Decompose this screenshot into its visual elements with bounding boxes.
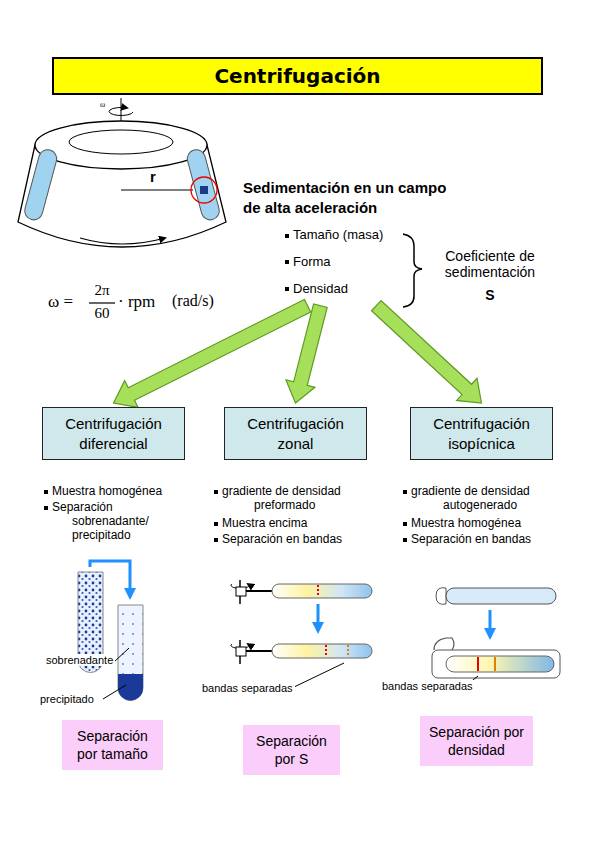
bullet-item: gradiente de densidad preformado — [214, 484, 364, 512]
bullet-item: Muestra encima — [214, 516, 307, 530]
node-text: Separación por S — [249, 732, 334, 768]
formula-part: · rpm — [118, 292, 155, 312]
formula-part: 2π — [89, 282, 115, 299]
title-box: Centrifugación — [52, 57, 543, 95]
leader-label: bandas separadas — [380, 680, 475, 692]
concept-block: Sedimentación en un campo de alta aceler… — [243, 178, 458, 298]
block-arrow — [286, 304, 327, 403]
block-arrow — [372, 301, 482, 403]
node-text: Separación por densidad — [426, 723, 527, 759]
leader-label: bandas separadas — [200, 682, 295, 694]
node-text: Separación por tamaño — [68, 727, 157, 763]
formula-part: (rad/s) — [172, 292, 214, 310]
isopycnic-tubes — [432, 588, 560, 684]
bullet-item: Separación en bandas — [214, 532, 342, 546]
radius-label: r — [150, 168, 156, 185]
bullet-item: Separación sobrenadante/ precipitado — [44, 500, 169, 542]
node-text: Centrifugación isopícnica — [419, 414, 544, 453]
method-box: Centrifugación diferencial — [42, 407, 185, 460]
formula-part: 60 — [89, 305, 115, 322]
omega-symbol: ω — [100, 100, 105, 109]
title-text: Centrifugación — [214, 64, 380, 88]
result-box: Separación por densidad — [420, 716, 533, 766]
node-text: Centrifugación diferencial — [51, 414, 176, 453]
bullet-item: gradiente de densidad autogenerado — [403, 484, 568, 512]
result-box: Separación por tamaño — [62, 720, 163, 770]
zonal-rotor — [231, 580, 372, 688]
method-box: Centrifugación isopícnica — [410, 407, 553, 460]
bullet-item: Tamaño (masa) — [243, 227, 458, 244]
formula-part: ω = — [48, 292, 73, 312]
bullet-item: Separación en bandas — [403, 532, 531, 546]
leader-label: precipitado — [38, 693, 96, 705]
block-arrow — [114, 299, 311, 407]
differential-tubes — [78, 561, 143, 700]
bullet-item: Densidad — [243, 281, 458, 298]
method-box: Centrifugación zonal — [224, 407, 367, 460]
bullet-item: Muestra homogénea — [403, 516, 521, 530]
node-text: Sedimentación en un campo de alta aceler… — [243, 178, 458, 217]
leader-label: sobrenadante — [44, 654, 115, 666]
coefficient-symbol: S — [426, 287, 554, 303]
bullet-item: Forma — [243, 254, 458, 271]
bullet-item: Muestra homogénea — [44, 484, 162, 498]
coefficient-label: Coeficiente de sedimentación — [426, 248, 554, 280]
rotor — [18, 98, 226, 247]
fraction-bar — [89, 302, 115, 303]
result-box: Separación por S — [243, 725, 340, 775]
node-text: Centrifugación zonal — [233, 414, 358, 453]
